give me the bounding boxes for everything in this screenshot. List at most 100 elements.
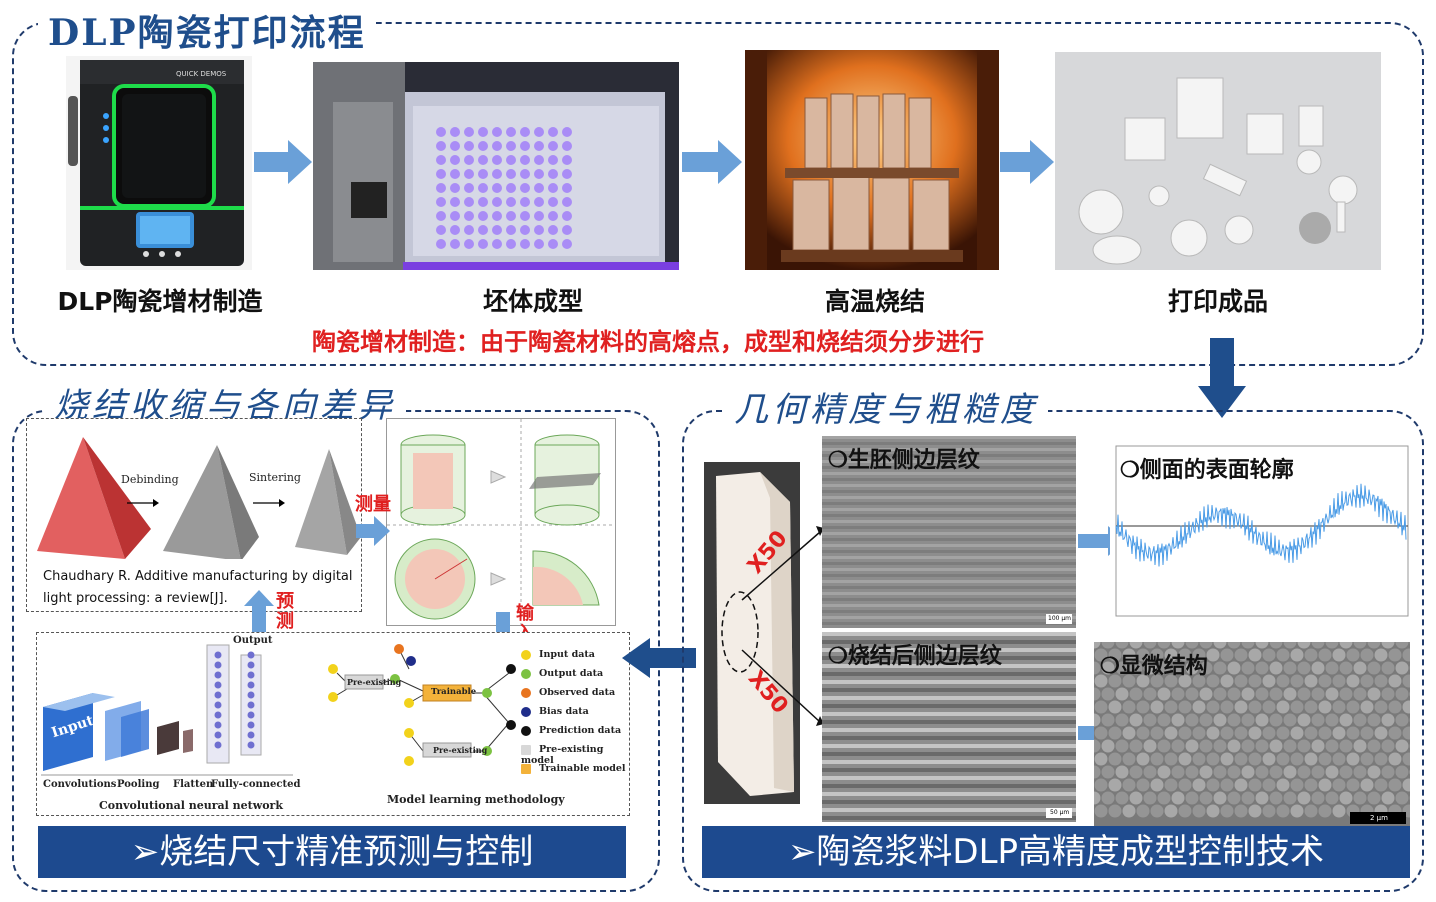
grain [1227,642,1241,649]
layer-stripe [822,586,1076,589]
vat-dot [464,211,474,221]
layer-stripe [822,436,1076,439]
grain [1255,791,1269,805]
layer-stripe [822,478,1076,481]
grain [1185,765,1199,779]
grain [1339,642,1353,649]
grain [1276,674,1290,688]
vat-dot [506,225,516,235]
grain [1381,687,1395,701]
grain [1122,752,1136,766]
grain [1234,648,1248,662]
grain [1234,674,1248,688]
vat-dot [478,183,488,193]
cnn-layer-flatten: Flatten [173,779,214,790]
grain [1262,726,1276,740]
left-banner: ➢烧结尺寸精准预测与控制 [38,826,626,878]
vat-dot [534,169,544,179]
grain [1325,642,1339,649]
vat-dot [436,155,446,165]
grain [1094,726,1108,740]
grain [1346,752,1360,766]
grain [1115,687,1129,701]
grain [1297,713,1311,727]
grain [1206,778,1220,792]
grain [1409,642,1410,645]
grain [1171,739,1185,753]
vat-dot [436,169,446,179]
grain [1388,726,1402,740]
preexisting-node-1: Pre-existing [347,677,402,687]
citation-line-2: light processing: a review[J]. [43,591,228,606]
layer-stripe [822,568,1076,571]
legend-swatch [521,763,531,774]
grain [1136,804,1150,818]
vat-dot [548,183,558,193]
layer-stripe [822,598,1076,601]
grain [1262,700,1276,714]
grain [1192,752,1206,766]
grain [1402,778,1410,792]
grain [1157,661,1171,675]
grain [1318,752,1332,766]
grain [1248,726,1262,740]
grain [1311,642,1325,649]
grain [1248,778,1262,792]
layer-stripe [822,442,1076,445]
vat-dot [492,211,502,221]
legend-item: Observed data [521,687,615,698]
layer-stripe [822,648,1076,652]
green-layer-micrograph: ❍生胚侧边层纹 100 μm [822,436,1076,628]
vat-dot [450,197,460,207]
grain [1094,739,1101,753]
grain [1094,648,1108,662]
grain [1094,661,1101,675]
layer-stripe [822,526,1076,529]
grain [1346,674,1360,688]
grain [1192,700,1206,714]
grain [1185,791,1199,805]
grain [1346,700,1360,714]
top-panel [12,22,1424,366]
vat-dot [534,197,544,207]
grain [1388,752,1402,766]
grain [1213,765,1227,779]
grain [1136,674,1150,688]
grain [1136,726,1150,740]
grain [1185,687,1199,701]
grain [1283,642,1297,649]
grain [1388,674,1402,688]
grain [1353,713,1367,727]
grain [1234,700,1248,714]
grain [1129,791,1143,805]
grain [1283,713,1297,727]
grain [1108,778,1122,792]
vat-dot [436,183,446,193]
grain [1311,713,1325,727]
grain [1199,713,1213,727]
grain [1101,765,1115,779]
layer-stripe [822,454,1076,457]
grain [1409,795,1410,801]
vat-dot [548,141,558,151]
grain [1206,674,1220,688]
grain [1276,752,1290,766]
citation-line-1: Chaudhary R. Additive manufacturing by d… [43,569,353,584]
grain [1367,687,1381,701]
vat-dot [478,155,488,165]
grain [1409,743,1410,749]
grain [1115,661,1129,675]
sintered-layer-title: ❍烧结后侧边层纹 [828,643,1002,669]
layer-stripe [822,744,1076,748]
vat-dot [562,183,572,193]
grain [1122,804,1136,818]
fc-neuron [214,741,222,749]
cnn-layer-convolutions: Convolutions [43,779,117,790]
layer-stripe [822,736,1076,740]
grain [1360,726,1374,740]
vat-dot [450,155,460,165]
grain [1241,661,1255,675]
model-caption: Model learning methodology [387,793,565,806]
measure-arrow [356,516,390,546]
grain [1304,752,1318,766]
